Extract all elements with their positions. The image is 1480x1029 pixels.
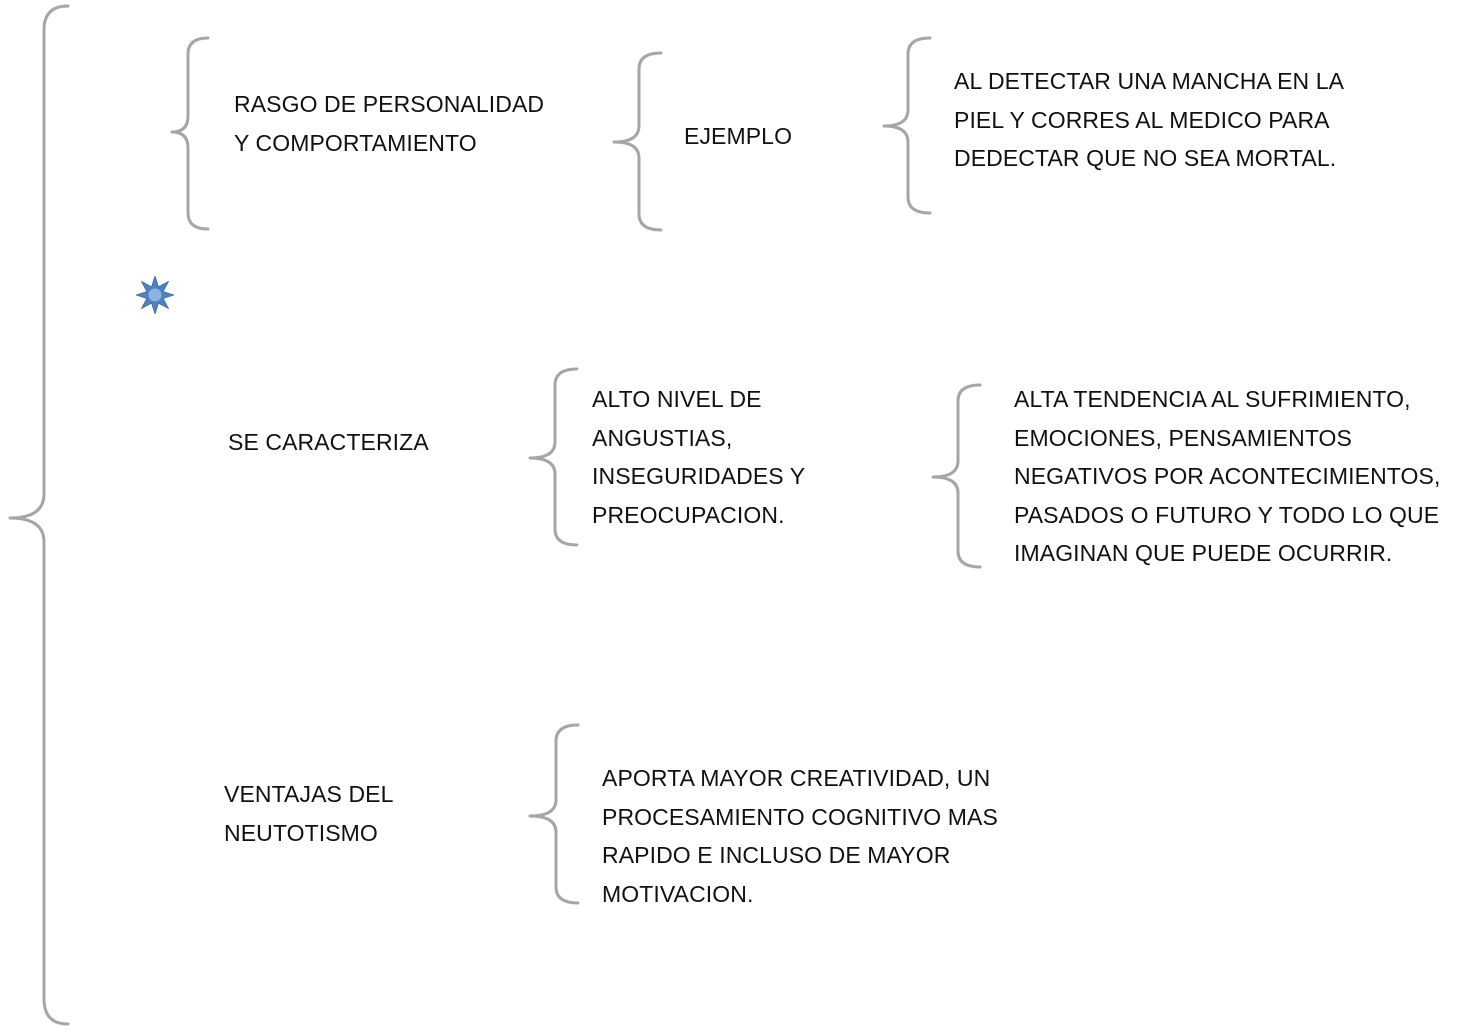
detail-ejemplo: AL DETECTAR UNA MANCHA EN LA PIEL Y CORR… (954, 68, 1345, 171)
brace-detalle-ejemplo (882, 36, 932, 215)
topic-rasgo-personalidad: RASGO DE PERSONALIDAD Y COMPORTAMIENTO (234, 91, 545, 156)
brace-ejemplo (612, 51, 663, 232)
brace-caracteriza (528, 367, 579, 547)
topic-ventajas: VENTAJAS DEL NEUTOTISMO (224, 781, 394, 846)
eight-point-star-icon (136, 276, 174, 314)
label-alto-nivel: ALTO NIVEL DE ANGUSTIAS, INSEGURIDADES Y… (592, 386, 806, 528)
main-brace (8, 4, 70, 1026)
brace-rasgo (170, 36, 210, 231)
label-ejemplo: EJEMPLO (684, 123, 793, 149)
brace-ventajas (528, 723, 580, 905)
detail-ventajas: APORTA MAYOR CREATIVIDAD, UN PROCESAMIEN… (602, 765, 998, 907)
brace-tendencia (931, 383, 982, 569)
detail-tendencia: ALTA TENDENCIA AL SUFRIMIENTO, EMOCIONES… (1014, 386, 1441, 566)
topic-se-caracteriza: SE CARACTERIZA (228, 429, 429, 455)
